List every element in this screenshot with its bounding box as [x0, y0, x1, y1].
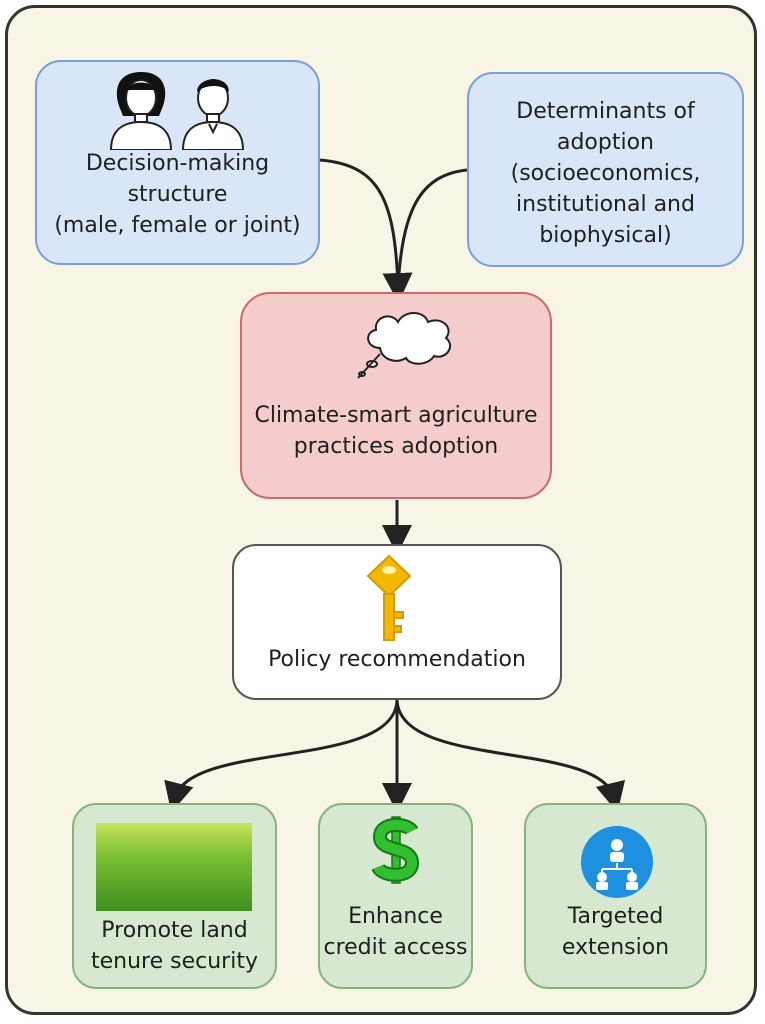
land-tenure-label: Promote land tenure security: [91, 918, 258, 974]
dollar-sign-icon: [372, 816, 420, 884]
decision-making-box: Decision-making structure (male, female …: [35, 60, 320, 265]
determinants-box: Determinants of adoption (socioeconomics…: [467, 72, 744, 267]
people-network-icon: [581, 826, 653, 898]
credit-access-box: Enhance credit access: [318, 803, 473, 989]
arrow-decision-to-csa: [319, 158, 413, 303]
key-icon: [366, 554, 412, 641]
thought-cloud-icon: [357, 312, 452, 379]
policy-recommendation-label: Policy recommendation: [268, 647, 526, 672]
credit-access-label: Enhance credit access: [323, 904, 468, 960]
arrow-determinants-to-csa: [396, 168, 468, 289]
policy-recommendation-box: Policy recommendation: [232, 544, 562, 700]
csa-adoption-label: Climate-smart agriculture practices adop…: [254, 403, 538, 459]
decision-making-label: Decision-making structure (male, female …: [54, 151, 301, 238]
targeted-extension-box: Targeted extension: [524, 803, 707, 989]
determinants-label: Determinants of adoption (socioeconomics…: [510, 99, 701, 248]
grass-field-image: [96, 823, 252, 911]
male-person-icon: [181, 79, 245, 150]
arrow-policy-to-land: [164, 699, 399, 813]
land-tenure-box: Promote land tenure security: [72, 803, 277, 989]
csa-adoption-box: Climate-smart agriculture practices adop…: [240, 292, 552, 499]
arrow-policy-to-extension: [395, 699, 626, 813]
female-person-icon: [109, 72, 173, 150]
targeted-extension-label: Targeted extension: [561, 904, 670, 960]
